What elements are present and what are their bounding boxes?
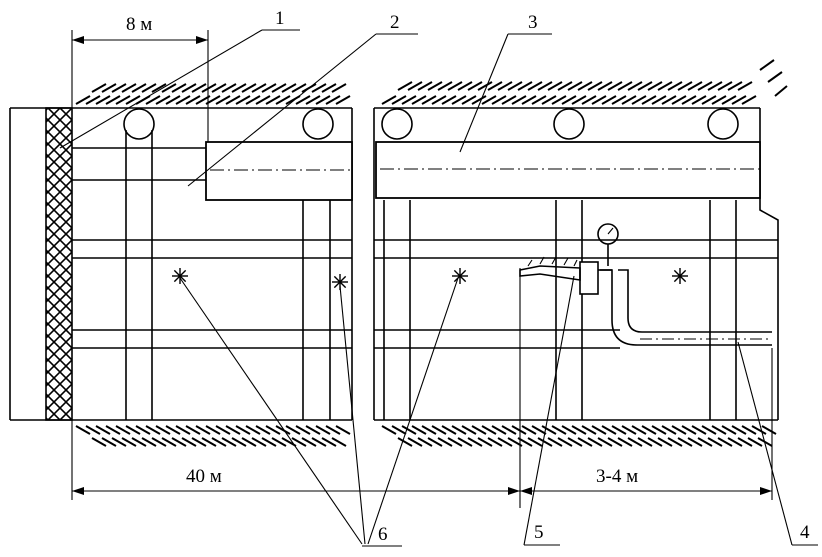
svg-text:1: 1 — [275, 8, 285, 29]
ventilation-duct-right — [375, 141, 761, 199]
svg-text:6: 6 — [378, 524, 388, 545]
callout-6: 6 — [179, 277, 459, 547]
rock-hatching-right — [759, 59, 788, 97]
roof-timber — [381, 108, 413, 140]
roof-timber — [302, 108, 334, 140]
asterisk-lamp-icon — [452, 268, 468, 284]
callout-2: 2 — [187, 12, 418, 187]
pressure-gauge-icon — [597, 223, 619, 266]
svg-text:4: 4 — [800, 522, 810, 543]
right-tunnel-section — [373, 107, 779, 421]
water-pipe — [600, 269, 772, 346]
roof-timber — [553, 108, 585, 140]
svg-text:5: 5 — [534, 522, 544, 543]
dimension-label-3-4m: 3-4 м — [596, 466, 638, 487]
asterisk-lamp-icon — [672, 268, 688, 284]
callout-1: 1 — [59, 8, 300, 149]
dimension-top: 8 м — [71, 14, 209, 142]
dimension-bottom: 40 м 3-4 м — [71, 268, 773, 508]
spray-nozzle — [519, 256, 612, 295]
svg-text:2: 2 — [390, 12, 400, 33]
callout-5: 5 — [523, 275, 575, 546]
asterisk-lamp-icon — [332, 274, 348, 290]
rock-hatching-top — [75, 81, 757, 105]
roof-timber — [123, 108, 155, 140]
stopping-wall — [45, 107, 73, 421]
callout-3: 3 — [459, 12, 552, 153]
roof-timber — [707, 108, 739, 140]
callout-4: 4 — [737, 341, 818, 546]
ventilation-duct-left — [205, 141, 353, 201]
rock-hatching-bottom — [75, 425, 777, 447]
asterisk-lamp-icon — [172, 268, 188, 284]
dimension-label-40m: 40 м — [186, 466, 222, 487]
svg-text:3: 3 — [528, 12, 538, 33]
left-tunnel-section — [9, 107, 353, 421]
dimension-label-8m: 8 м — [126, 14, 152, 35]
